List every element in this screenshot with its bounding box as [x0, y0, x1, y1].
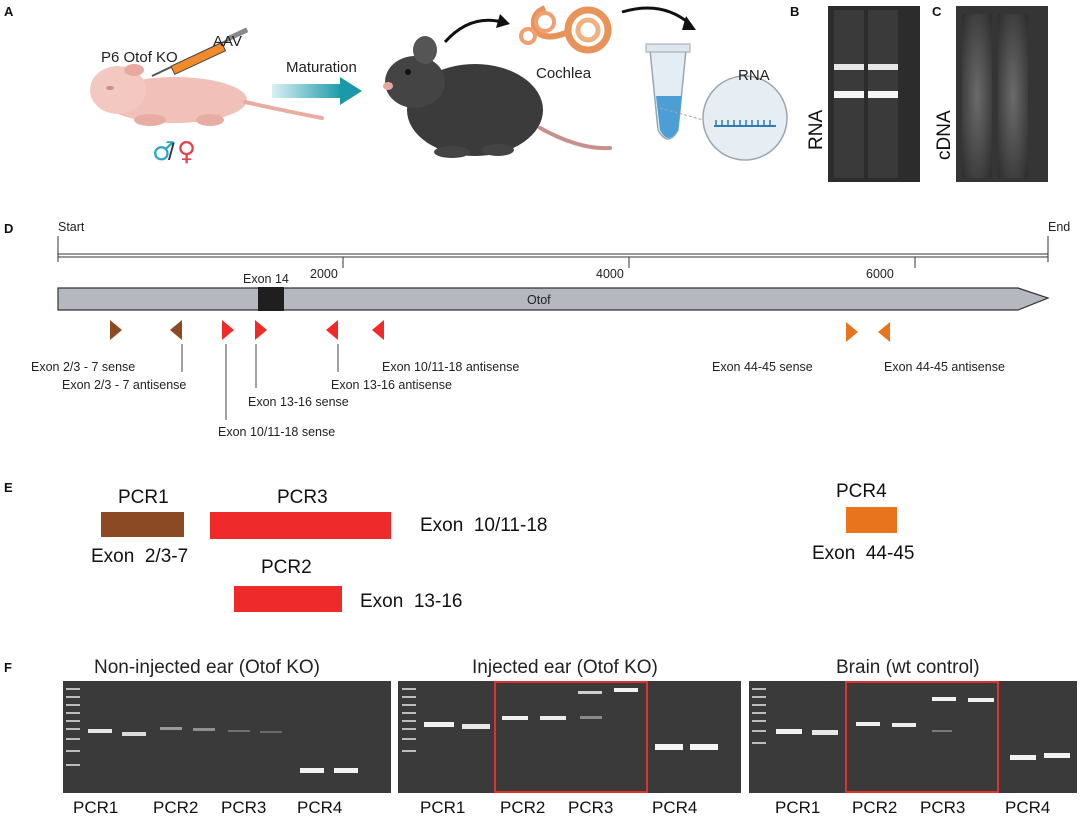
maturation-arrow — [272, 77, 362, 105]
gene-arrow — [57, 287, 1050, 311]
gel3-highlight-box — [845, 681, 999, 793]
primer-44-45-sense-icon — [846, 322, 858, 342]
primer-2-3-7-sense-icon — [110, 320, 122, 340]
gel3-title: Brain (wt control) — [836, 657, 980, 678]
gel1-title: Non-injected ear (Otof KO) — [94, 657, 320, 678]
primer-label-3: Exon 10/11-18 sense — [218, 425, 335, 439]
gel3-image — [749, 681, 1077, 793]
cdna-gel-label: cDNA — [934, 110, 955, 160]
primer-label-5: Exon 13-16 antisense — [331, 378, 452, 392]
pcr3-exons: Exon 10/11-18 — [420, 515, 547, 536]
gel2-image — [398, 681, 741, 793]
primer-44-45-antisense-icon — [878, 322, 890, 342]
syringe-icon — [151, 27, 249, 77]
rna-gel — [828, 6, 920, 182]
tick-6000: 6000 — [866, 267, 894, 281]
tube-illustration — [645, 43, 788, 161]
maturation-label: Maturation — [286, 59, 357, 76]
primer-label-7: Exon 44-45 sense — [712, 360, 813, 374]
primer-label-4: Exon 13-16 sense — [248, 395, 349, 409]
gel3-lane-3: PCR3 — [920, 798, 965, 817]
panel-label-e: E — [4, 480, 13, 495]
gel1-image — [63, 681, 391, 793]
primer-2-3-7-antisense-icon — [170, 320, 182, 340]
pcr1-name: PCR1 — [118, 487, 169, 508]
cochlea-illustration — [519, 5, 612, 54]
vector-label: AAV — [213, 33, 242, 50]
cdna-gel — [956, 6, 1048, 182]
curved-arrow-1 — [443, 18, 503, 43]
primer-13-16-sense-icon — [255, 320, 267, 340]
gel3-lane-4: PCR4 — [1005, 798, 1050, 817]
pcr1-bar — [101, 512, 184, 537]
panel-label-f: F — [4, 660, 12, 675]
rna-gel-label: RNA — [806, 110, 827, 150]
panel-label-a: A — [4, 4, 14, 19]
gel3-lane-2: PCR2 — [852, 798, 897, 817]
gel1-lane-4: PCR4 — [297, 798, 342, 817]
panel-label-d: D — [4, 221, 13, 236]
male-symbol: ♂ — [152, 137, 175, 167]
tick-4000: 4000 — [596, 267, 624, 281]
cochlea-label: Cochlea — [536, 65, 592, 82]
panel-label-b: B — [790, 4, 799, 19]
end-label: End — [1048, 220, 1070, 234]
pcr4-name: PCR4 — [836, 481, 887, 502]
tick-2000: 2000 — [310, 267, 338, 281]
gel3-lane-1: PCR1 — [775, 798, 820, 817]
rna-product-label: RNA — [738, 67, 770, 84]
pcr2-exons: Exon 13-16 — [360, 591, 462, 612]
sex-separator: / — [168, 139, 175, 166]
scale-ruler — [57, 236, 1049, 268]
gel2-lane-1: PCR1 — [420, 798, 465, 817]
curved-arrow-2 — [621, 6, 691, 26]
primer-label-6: Exon 10/11-18 antisense — [382, 360, 519, 374]
female-symbol: ♀ — [177, 137, 196, 167]
exon-14-label: Exon 14 — [243, 272, 289, 286]
primer-13-16-antisense-icon — [326, 320, 338, 340]
injection-label: P6 Otof KO — [101, 49, 178, 66]
pup-illustration — [90, 64, 324, 126]
primer-markers — [110, 320, 890, 342]
primer-label-1: Exon 2/3 - 7 sense — [31, 360, 135, 374]
pcr3-name: PCR3 — [277, 487, 328, 508]
primer-leader-lines — [181, 344, 339, 420]
gel2-lane-4: PCR4 — [652, 798, 697, 817]
pcr2-bar — [234, 586, 342, 612]
gel1-lane-2: PCR2 — [153, 798, 198, 817]
pcr2-name: PCR2 — [261, 557, 312, 578]
panel-label-c: C — [932, 4, 942, 19]
primer-10-11-18-antisense-icon — [372, 320, 384, 340]
mouse-illustration — [383, 36, 612, 158]
primer-label-8: Exon 44-45 antisense — [884, 360, 1005, 374]
pcr4-exons: Exon 44-45 — [812, 543, 914, 564]
pcr3-bar — [210, 512, 391, 539]
gel1-lane-1: PCR1 — [73, 798, 118, 817]
pcr1-exons: Exon 2/3-7 — [91, 546, 188, 567]
pcr4-bar — [846, 507, 897, 533]
gel2-title: Injected ear (Otof KO) — [472, 657, 658, 678]
gel2-lane-2: PCR2 — [500, 798, 545, 817]
gel2-lane-3: PCR3 — [568, 798, 613, 817]
gel2-highlight-box — [494, 681, 648, 793]
primer-10-11-18-sense-icon — [222, 320, 234, 340]
primer-label-2: Exon 2/3 - 7 antisense — [62, 378, 186, 392]
gene-label: Otof — [527, 293, 551, 307]
start-label: Start — [58, 220, 85, 234]
gel1-lane-3: PCR3 — [221, 798, 266, 817]
